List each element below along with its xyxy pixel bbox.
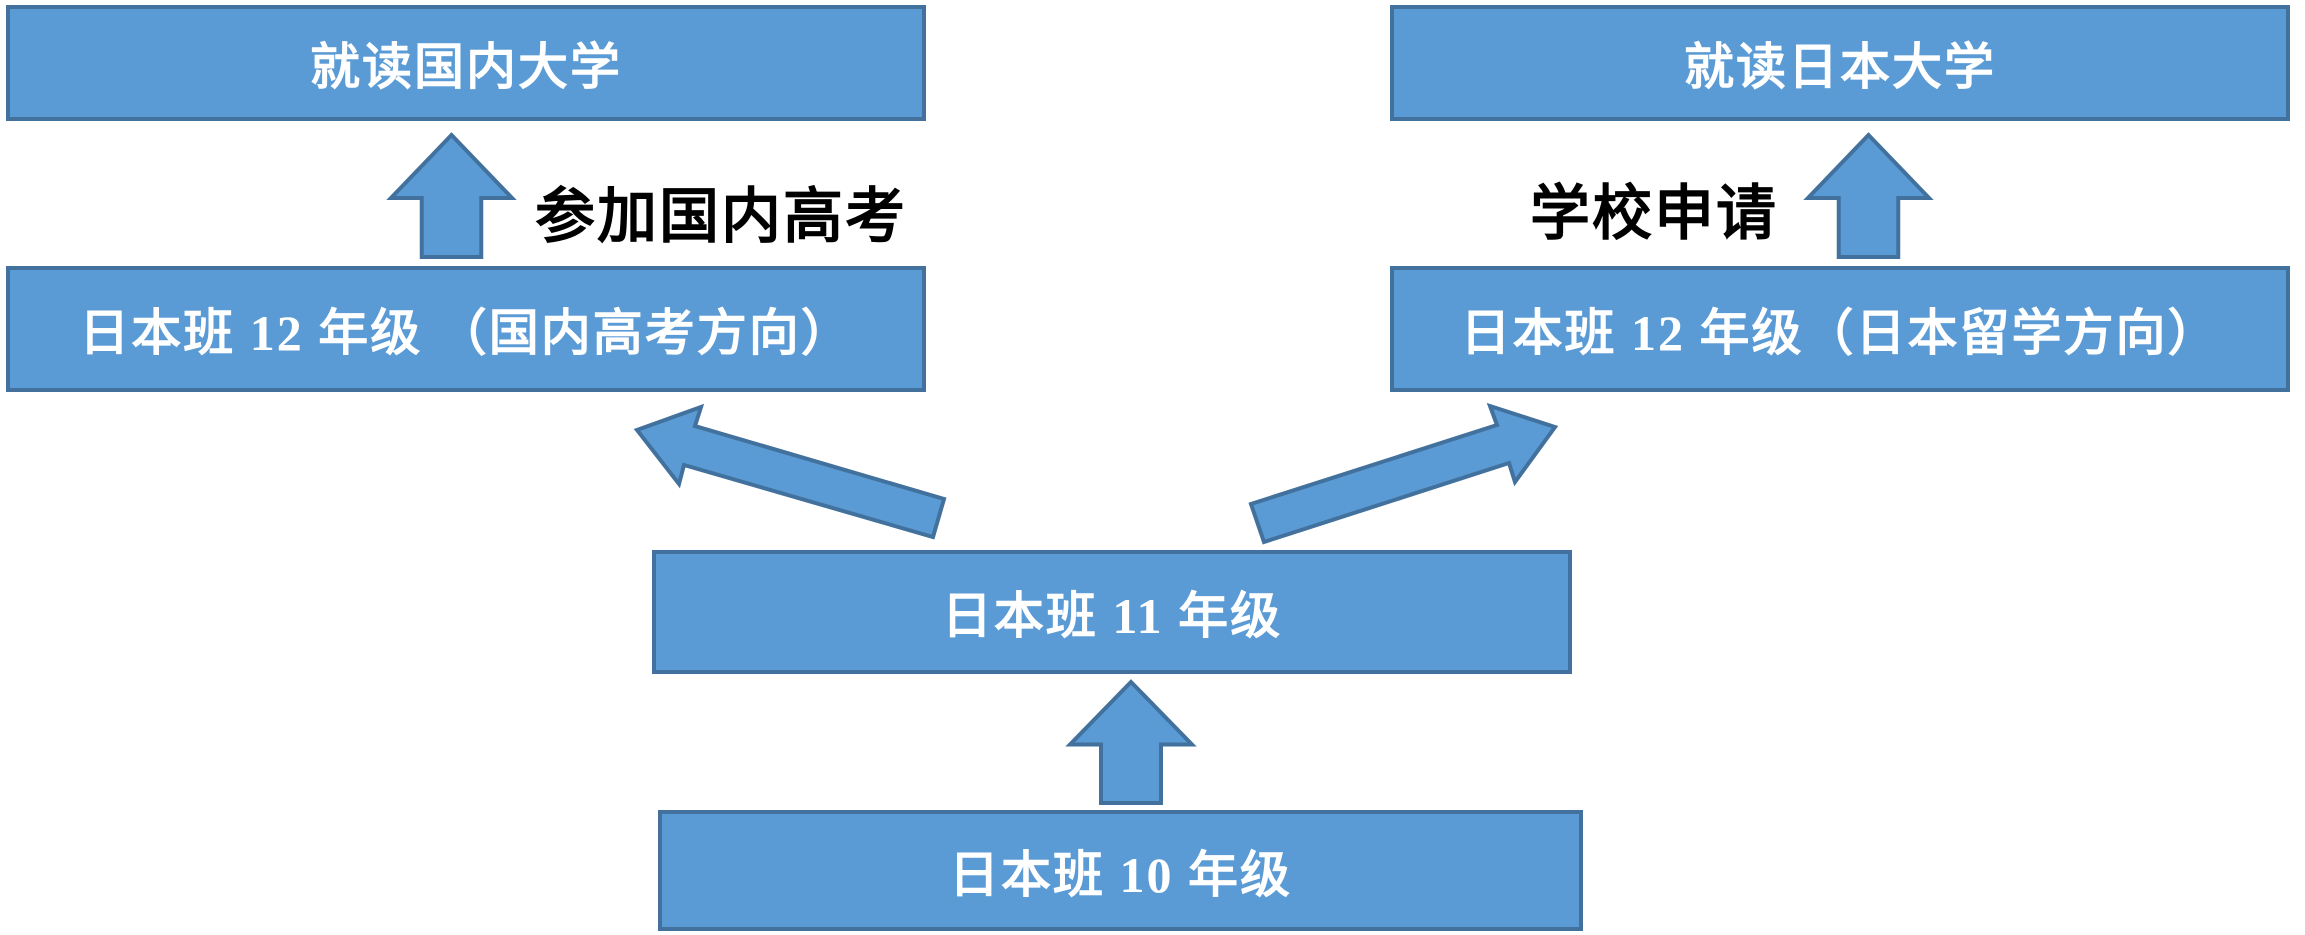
box-grade11: 日本班 11 年级 <box>652 550 1572 674</box>
up-arrow-icon-to-domestic-university <box>386 132 517 260</box>
box-grade11-label: 日本班 11 年级 <box>941 588 1283 644</box>
up-arrow-icon-to-grade11 <box>1065 679 1197 806</box>
edge-label-gaokao: 参加国内高考 <box>535 184 907 250</box>
diagonal-arrow-icon-to-grade12-domestic <box>630 400 950 545</box>
box-japan-university-label: 就读日本大学 <box>1684 39 1996 95</box>
box-grade10-label: 日本班 10 年级 <box>949 846 1292 903</box>
box-grade12-domestic-track: 日本班 12 年级 （国内高考方向） <box>6 266 926 392</box>
box-grade10: 日本班 10 年级 <box>658 810 1583 931</box>
edge-label-school-application: 学校申请 <box>1530 181 1778 247</box>
diagonal-arrow-icon-to-grade12-japan <box>1248 400 1560 545</box>
box-domestic-university: 就读国内大学 <box>6 5 926 121</box>
box-grade12-domestic-track-label: 日本班 12 年级 （国内高考方向） <box>79 305 853 361</box>
box-japan-university: 就读日本大学 <box>1390 5 2290 121</box>
box-grade12-japan-track-label: 日本班 12 年级（日本留学方向） <box>1460 305 2220 361</box>
up-arrow-icon-to-japan-university <box>1803 132 1934 260</box>
box-domestic-university-label: 就读国内大学 <box>310 39 622 95</box>
box-grade12-japan-track: 日本班 12 年级（日本留学方向） <box>1390 266 2290 392</box>
